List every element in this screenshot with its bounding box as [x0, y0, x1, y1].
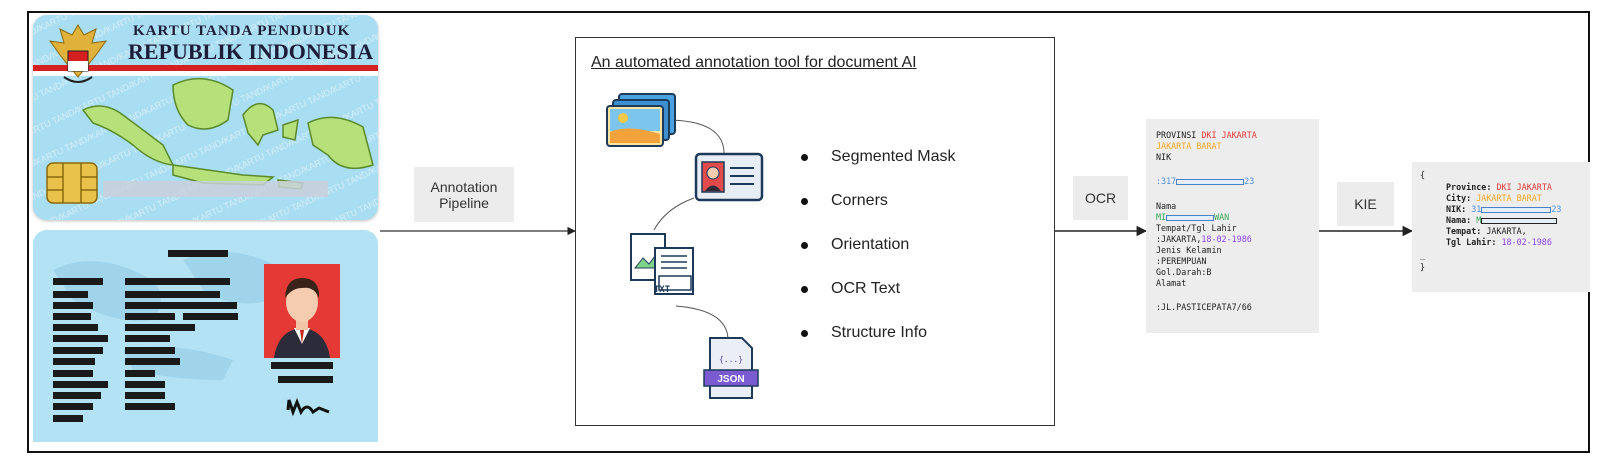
- image-to-txt-icon: [630, 233, 694, 295]
- json-dash: _: [1420, 250, 1426, 260]
- ocr-line-alamat: :JL.PASTICEPATA7/66: [1156, 302, 1252, 312]
- red-stripe: [33, 65, 378, 71]
- feature-item: Segmented Mask: [801, 148, 956, 192]
- white-stripe: [33, 71, 378, 76]
- ocr-output-panel: PROVINSI DKI JAKARTA JAKARTA BARAT NIK :…: [1146, 119, 1319, 333]
- json-icon-label: JSON: [717, 374, 744, 385]
- feature-item: Corners: [801, 192, 956, 236]
- ocr-line-alamat-label: Alamat: [1156, 278, 1187, 288]
- ocr-line-nik-label: NIK: [1156, 152, 1172, 162]
- sim-chip: [46, 162, 98, 204]
- feature-item: OCR Text: [801, 280, 956, 324]
- ocr-line-city: JAKARTA BARAT: [1156, 141, 1222, 151]
- redaction-box: [1176, 178, 1245, 185]
- ocr-line-nama-label: Nama: [1156, 201, 1177, 211]
- ocr-line-provinsi: PROVINSI DKI JAKARTA: [1156, 130, 1257, 140]
- kie-line-province: Province: DKI JAKARTA: [1446, 182, 1552, 192]
- icon-flow-curve: [653, 119, 729, 339]
- kie-line-nama: Nama: M: [1446, 215, 1558, 226]
- signature: [286, 397, 330, 417]
- id-card-front: KARTU TANDA KARTU TAND: [33, 15, 378, 220]
- json-icon-braces: {...}: [719, 355, 743, 364]
- ocr-line-tempat: :JAKARTA,18-02-1986: [1156, 234, 1252, 244]
- kie-line-tempat: Tempat: JAKARTA,: [1446, 226, 1527, 236]
- ocr-label: OCR: [1073, 176, 1128, 220]
- kie-label: KIE: [1337, 182, 1394, 226]
- tool-icons: TXT {...} JSON: [606, 93, 764, 399]
- id-card-artwork: KARTU TANDA: [33, 15, 378, 220]
- ocr-line-jenis: :PEREMPUAN: [1156, 256, 1207, 266]
- id-card-data-artwork: [33, 230, 378, 442]
- feature-item: Structure Info: [801, 324, 956, 368]
- kie-line-city: City: JAKARTA BARAT: [1446, 193, 1542, 203]
- kie-line-tgl: Tgl Lahir: 18-02-1986: [1446, 237, 1552, 247]
- indonesia-map: [81, 77, 374, 190]
- blank-strip: [103, 181, 328, 197]
- id-card-icon: [694, 152, 764, 202]
- ocr-line-jenis-label: Jenis Kelamin: [1156, 245, 1222, 255]
- json-close-brace: }: [1420, 262, 1426, 272]
- feature-list: Segmented Mask Corners Orientation OCR T…: [801, 148, 956, 368]
- card-title-line1: KARTU TANDA PENDUDUK: [133, 23, 351, 39]
- ocr-line-tempat-label: Tempat/Tgl Lahir: [1156, 223, 1237, 233]
- redaction-box: [1481, 206, 1552, 213]
- feature-item: Orientation: [801, 236, 956, 280]
- json-file-icon: [703, 337, 759, 399]
- redaction-box: [1481, 217, 1558, 224]
- ocr-line-gol: Gol.Darah:B: [1156, 267, 1212, 277]
- annotation-tool-box: An automated annotation tool for documen…: [575, 37, 1055, 426]
- garuda-emblem: [48, 24, 108, 83]
- redacted-fields: [53, 250, 333, 422]
- txt-icon-label: TXT: [654, 285, 671, 295]
- id-photo: [264, 264, 340, 358]
- tool-title: An automated annotation tool for documen…: [591, 54, 917, 71]
- annotation-pipeline-label: Annotation Pipeline: [414, 167, 514, 222]
- image-stack-icon: [606, 93, 676, 147]
- kie-output-panel: { Province: DKI JAKARTA City: JAKARTA BA…: [1412, 162, 1590, 292]
- id-card-data-side: [33, 230, 378, 442]
- card-title-line2: REPUBLIK INDONESIA: [128, 39, 374, 64]
- json-open-brace: {: [1420, 170, 1426, 180]
- redaction-box: [1166, 214, 1215, 221]
